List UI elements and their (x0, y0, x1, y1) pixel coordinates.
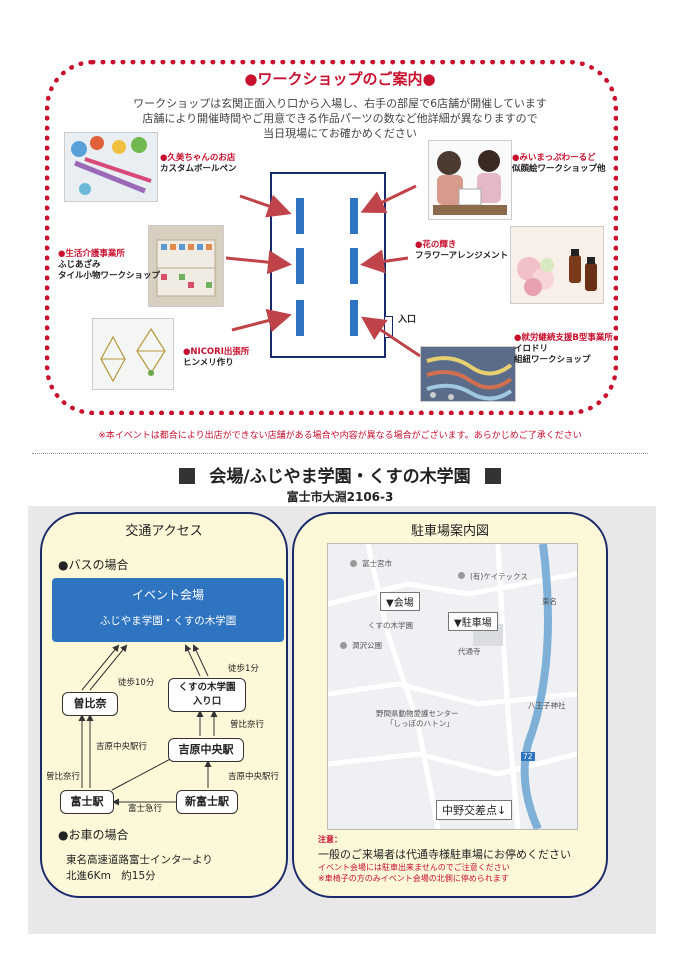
portrait-photo (428, 140, 512, 220)
section-divider (32, 453, 648, 454)
parking-note-main: 一般のご来場者は代通寺様駐車場にお停めください (318, 848, 571, 861)
shop-miimap: ●みいまっぷわーるど 似顔絵ワークショップ他 (512, 153, 606, 174)
intro-line: ワークショップは玄関正面入り口から入場し、右手の部屋で6店舗が開催しています (133, 97, 547, 110)
route-label: 吉原中央駅行 (228, 772, 280, 782)
station-fuji: 富士駅 (60, 790, 114, 814)
bus-heading: ●バスの場合 (58, 558, 129, 572)
map-roads (328, 544, 577, 829)
workshop-title: ●ワークショップのご案内● (244, 70, 436, 88)
parking-map: 富士宮市 (有)ケイテックス くすの木学園 潤沢公園 代通寺 野間県動物愛護セン… (327, 543, 578, 830)
arrows-layer (225, 184, 421, 358)
station-sobina: 曽比奈 (62, 692, 118, 716)
shop-hananokagayaki: ●花の輝き フラワーアレンジメント (415, 240, 509, 261)
station-kusunoki-entrance: くすの木学園 入り口 (168, 678, 246, 712)
route-label: 吉原中央駅行 (96, 742, 148, 752)
workshop-notice: ※本イベントは都合により出店ができない店舗がある場合や内容が異なる場合がございま… (98, 431, 582, 441)
car-heading: ●お車の場合 (58, 828, 129, 842)
shop-fujiazami: ●生活介護事業所 ふじあざみ タイル小物ワークショップ (58, 249, 161, 281)
venue-address: 富士市大淵2106-3 (286, 490, 394, 504)
route-label: 富士急行 (128, 804, 163, 814)
car-directions: 東名高速道路富士インターより 北進6Km 約15分 (66, 854, 213, 882)
map-parking-marker: ▼駐車場 (448, 612, 498, 631)
intro-line: 店舗により開催時間やご用意できる作品パーツの数など他詳細が異なりますので (142, 112, 538, 125)
route-number-badge: 72 (521, 752, 535, 761)
route-label: 徒歩10分 (118, 678, 155, 688)
stall (350, 198, 358, 234)
flower-photo (510, 226, 604, 304)
venue-title: 会場/ふじやま学園・くすの木学園 (0, 462, 680, 487)
map-pin-icon (458, 572, 465, 579)
braid-photo (420, 346, 516, 402)
map-label: 東名 (542, 597, 557, 606)
parking-title: 駐車場案内図 (410, 524, 489, 539)
stall (350, 248, 358, 284)
ballpen-photo (64, 132, 158, 202)
entrance-label: 入口 (398, 315, 417, 325)
parking-note: ※車椅子の方のみイベント会場の北側に停められます (318, 874, 509, 883)
map-crossing-marker: 中野交差点↓ (436, 800, 513, 820)
stall (350, 300, 358, 336)
intro-line: 当日現場にてお確かめください (263, 127, 417, 140)
workshop-intro: ワークショップは玄関正面入り口から入場し、右手の部屋で6店舗が開催しています 店… (0, 96, 680, 141)
stall (296, 300, 304, 336)
map-pin-icon (350, 560, 357, 567)
note-label: 注意： (318, 835, 342, 844)
access-title: 交通アクセス (125, 524, 203, 539)
map-label: 代通寺 (458, 647, 481, 656)
stall (296, 248, 304, 284)
map-label: 野間県動物愛護センター (376, 709, 459, 718)
station-yoshiwara-chuo: 吉原中央駅 (168, 738, 244, 762)
map-label: (有)ケイテックス (470, 572, 528, 581)
station-shin-fuji: 新富士駅 (176, 790, 238, 814)
square-icon (484, 468, 501, 484)
map-venue-marker: ▼会場 (380, 592, 420, 611)
shop-nicori: ●NICORI出張所 ヒンメリ作り (183, 347, 250, 368)
shop-irodori: ●就労継続支援B型事業所 イロドリ 組紐ワークショップ (514, 333, 613, 365)
event-venue-box: イベント会場 ふじやま学園・くすの木学園 (52, 578, 284, 642)
map-label: 「しっぽのハトン」 (386, 719, 454, 728)
map-label: くすの木学園 (368, 621, 413, 630)
route-label: 曽比奈行 (46, 772, 81, 782)
square-icon (179, 468, 196, 484)
route-label: 徒歩1分 (228, 664, 259, 674)
himmeli-photo (92, 318, 174, 390)
tile-box-photo (148, 225, 224, 307)
route-label: 曽比奈行 (230, 720, 265, 730)
workshop-frame (45, 60, 618, 415)
map-label: 富士宮市 (362, 559, 392, 568)
parking-note: イベント会場には駐車出来ませんのでご注意ください (318, 863, 510, 872)
map-label: 潤沢公園 (352, 641, 382, 650)
map-label: 八王子神社 (528, 701, 566, 710)
shop-kumi: ●久美ちゃんのお店 カスタムボールペン (160, 153, 237, 174)
stall (296, 198, 304, 234)
map-pin-icon (340, 642, 347, 649)
